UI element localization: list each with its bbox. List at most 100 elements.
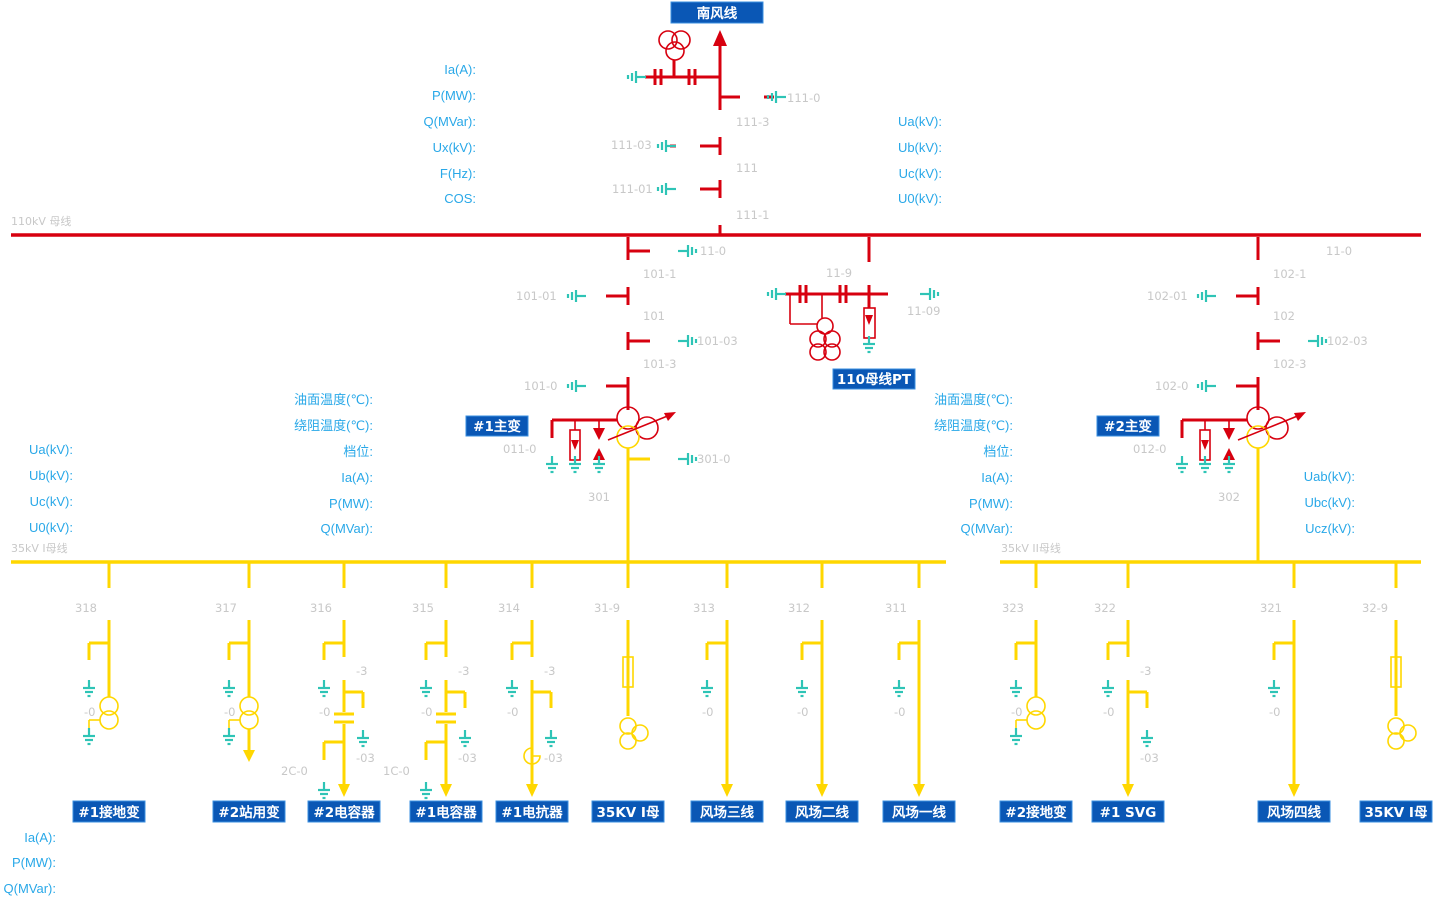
line-nanfeng-label[interactable]: 南风线	[670, 1, 764, 24]
breaker-tag[interactable]: 316	[310, 601, 332, 615]
breaker-301-tag[interactable]: 301	[588, 490, 610, 504]
breaker-tag[interactable]: 323	[1002, 601, 1024, 615]
switch-102-0-tag[interactable]: 102-0	[1155, 379, 1188, 393]
ground-switch-tag[interactable]: -0	[1269, 705, 1280, 719]
feeder-label[interactable]: 风场四线	[1257, 800, 1331, 823]
breaker-tag[interactable]: 322	[1094, 601, 1116, 615]
ground-switch-tag[interactable]: -0	[1011, 705, 1022, 719]
breaker-tag[interactable]: 315	[412, 601, 434, 615]
switch-102-1-tag[interactable]: 102-1	[1273, 267, 1306, 281]
transformer-2-label[interactable]: #2主变	[1096, 415, 1160, 437]
feeder-label[interactable]: #1 SVG	[1091, 800, 1165, 823]
breaker-101-tag[interactable]: 101	[643, 309, 665, 323]
feeder-label[interactable]: #1接地变	[72, 800, 146, 823]
switch-111-0-tag[interactable]: 111-0	[787, 91, 820, 105]
switch-111-01-tag[interactable]: 111-01	[612, 182, 653, 196]
switch-102-03-tag[interactable]: 102-03	[1327, 334, 1368, 348]
breaker-111-tag[interactable]: 111	[736, 161, 758, 175]
feeder-label[interactable]: 35KV I母	[1359, 800, 1433, 823]
transformer-1-label[interactable]: #1主变	[465, 415, 529, 437]
breaker-tag[interactable]: 317	[215, 601, 237, 615]
feeder-313[interactable]: 313 -0 风场三线	[690, 563, 764, 823]
feeder-label[interactable]: 风场二线	[785, 800, 859, 823]
main-transformer-1[interactable]	[544, 406, 676, 474]
feeder-323[interactable]: 323 -0 #2接地变	[999, 563, 1073, 823]
ground-switch-tag[interactable]: -0	[797, 705, 808, 719]
breaker-tag[interactable]: 321	[1260, 601, 1282, 615]
feeder-label[interactable]: #2电容器	[307, 800, 381, 823]
switch-102-3-tag[interactable]: 102-3	[1273, 357, 1306, 371]
feeder-label[interactable]: #2站用变	[212, 800, 286, 823]
ground-switch-tag[interactable]: -0	[84, 705, 95, 719]
breaker-tag[interactable]: 312	[788, 601, 810, 615]
breaker-tag[interactable]: 314	[498, 601, 520, 615]
capacitor-ground-tag[interactable]: 2C-0	[281, 764, 308, 778]
ground-switch-tag[interactable]: -0	[319, 705, 330, 719]
pt110-label[interactable]: 110母线PT	[832, 368, 916, 390]
switch-tag[interactable]: -03	[544, 751, 563, 765]
ground-switch-tag[interactable]: -0	[224, 705, 235, 719]
switch-011-0-tag[interactable]: 011-0	[503, 442, 536, 456]
breaker-tag[interactable]: 31-9	[594, 601, 620, 615]
breaker-302-tag[interactable]: 302	[1218, 490, 1240, 504]
switch-012-0-tag[interactable]: 012-0	[1133, 442, 1166, 456]
ground-switch-tag[interactable]: -0	[1103, 705, 1114, 719]
switch-tag[interactable]: -03	[1140, 751, 1159, 765]
switch-101-0-tag[interactable]: 101-0	[524, 379, 557, 393]
feeder-label[interactable]: #2接地变	[999, 800, 1073, 823]
switch-11-0-tag[interactable]: 11-0	[700, 244, 726, 258]
switch-101-3-tag[interactable]: 101-3	[643, 357, 676, 371]
breaker-tag[interactable]: 318	[75, 601, 97, 615]
switch-101-03-tag[interactable]: 101-03	[697, 334, 738, 348]
ground-icon	[418, 780, 434, 800]
feeder-312[interactable]: 312 -0 风场二线	[785, 563, 859, 823]
switch-tag[interactable]: -03	[458, 751, 477, 765]
feeder-label[interactable]: 35KV I母	[591, 800, 665, 823]
ground-switch-tag[interactable]: -0	[507, 705, 518, 719]
feeder-32-9[interactable]: 32-9 35KV I母	[1359, 563, 1433, 823]
capacitor-ground-tag[interactable]: 1C-0	[383, 764, 410, 778]
breaker-102-tag[interactable]: 102	[1273, 309, 1295, 323]
feeder-315[interactable]: 315 -0 -3 -03 1C-0 #1电容器	[383, 563, 483, 823]
breaker-tag[interactable]: 313	[693, 601, 715, 615]
feeder-316[interactable]: 316 -0 -3 -03 2C-0 #2电容器	[281, 563, 381, 823]
feeder-label[interactable]: 风场一线	[882, 800, 956, 823]
measure-cos: COS:	[444, 191, 476, 206]
ground-switch-tag[interactable]: -0	[894, 705, 905, 719]
breaker-tag[interactable]: 311	[885, 601, 907, 615]
switch-101-01-tag[interactable]: 101-01	[516, 289, 557, 303]
switch-102-01-tag[interactable]: 102-01	[1147, 289, 1188, 303]
ground-icon	[316, 678, 332, 698]
ground-switch-tag[interactable]: -0	[421, 705, 432, 719]
switch-tag[interactable]: -3	[458, 664, 469, 678]
ground-switch-tag[interactable]: -0	[702, 705, 713, 719]
switch-11-09-tag[interactable]: 11-09	[907, 304, 940, 318]
switch-101-1-tag[interactable]: 101-1	[643, 267, 676, 281]
svg-text:Q(MVar):: Q(MVar):	[321, 521, 373, 536]
switch-111-3-tag[interactable]: 111-3	[736, 115, 769, 129]
feeder-321[interactable]: 321 -0 风场四线	[1257, 563, 1331, 823]
switch-11-9-tag[interactable]: 11-9	[826, 266, 852, 280]
feeder-31-9[interactable]: 31-9 35KV I母	[591, 563, 665, 823]
bus110-pt[interactable]	[766, 237, 940, 361]
switch-tag[interactable]: -3	[544, 664, 555, 678]
switch-301-0-tag[interactable]: 301-0	[697, 452, 730, 466]
breaker-tag[interactable]: 32-9	[1362, 601, 1388, 615]
feeder-label[interactable]: 风场三线	[690, 800, 764, 823]
switch-111-1-tag[interactable]: 111-1	[736, 208, 769, 222]
switch-111-03-tag[interactable]: 111-03	[611, 138, 652, 152]
feeder-label[interactable]: #1电容器	[409, 800, 483, 823]
pt-winding-icon	[619, 732, 637, 750]
feeder-311[interactable]: 311 -0 风场一线	[882, 563, 956, 823]
switch-11-0-tag-2[interactable]: 11-0	[1326, 244, 1352, 258]
switch-tag[interactable]: -03	[356, 751, 375, 765]
feeder-317[interactable]: 317 -0 #2站用变	[212, 563, 286, 823]
feeder-318[interactable]: 318 -0 #1接地变	[72, 563, 146, 823]
feeder-314[interactable]: 314 -0 -3 -03 #1电抗器	[495, 563, 569, 823]
main-transformer-2[interactable]	[1174, 406, 1306, 474]
feeder-label[interactable]: #1电抗器	[495, 800, 569, 823]
switch-tag[interactable]: -3	[356, 664, 367, 678]
switch-tag[interactable]: -3	[1140, 664, 1151, 678]
feeder-322[interactable]: 322 -0 -3 -03 #1 SVG	[1091, 563, 1165, 823]
outgoing-arrow-icon	[1288, 784, 1300, 797]
